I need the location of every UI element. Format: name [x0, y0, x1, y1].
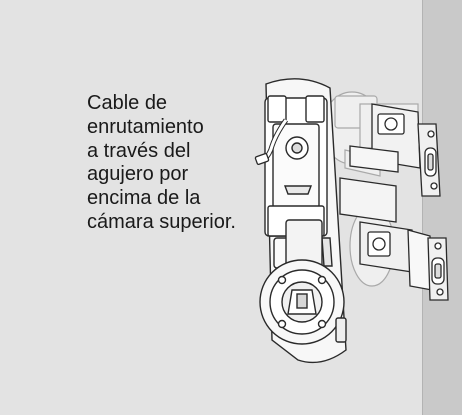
callout-line-6: cámara superior.: [87, 210, 236, 233]
callout-line-4: agujero por: [87, 163, 189, 186]
door-edge: [422, 0, 462, 415]
callout-line-1: Cable de: [87, 92, 168, 114]
rotor-assembly: [259, 219, 347, 345]
callout-label: Cable de enrutamiento a través del aguje…: [87, 92, 287, 235]
callout-line-3: a través del: [87, 139, 191, 162]
callout-line-5: encima de la: [87, 187, 201, 210]
cable: [254, 118, 289, 166]
latch-mechanism: [339, 177, 449, 301]
callout-line-2: enrutamiento: [87, 115, 204, 138]
deadbolt-mechanism: [349, 103, 441, 197]
